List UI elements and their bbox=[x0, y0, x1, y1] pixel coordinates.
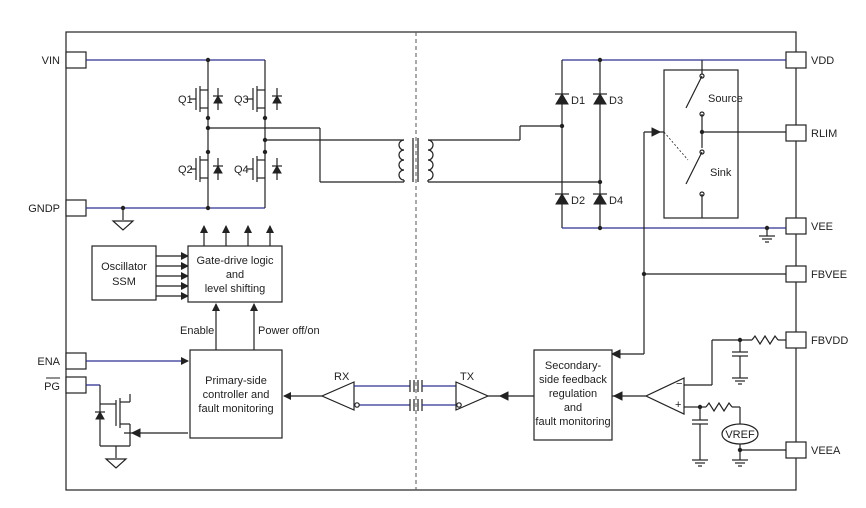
svg-text:−: − bbox=[676, 378, 682, 390]
svg-text:RX: RX bbox=[334, 371, 350, 383]
svg-text:Enable: Enable bbox=[180, 325, 214, 337]
pin-vin: VIN bbox=[42, 51, 87, 69]
svg-text:Primary-side: Primary-side bbox=[205, 375, 267, 387]
svg-text:controller and: controller and bbox=[203, 389, 270, 401]
transistor-q3: Q3 bbox=[234, 86, 282, 112]
svg-text:Source: Source bbox=[708, 93, 743, 105]
pin-rlim: RLIM bbox=[785, 124, 837, 142]
diode-d1: D1 bbox=[555, 93, 585, 107]
svg-text:SSM: SSM bbox=[112, 276, 136, 288]
h-bridge bbox=[86, 57, 404, 231]
svg-text:Secondary-: Secondary- bbox=[545, 360, 602, 372]
svg-text:Q2: Q2 bbox=[178, 164, 193, 176]
svg-text:RLIM: RLIM bbox=[811, 128, 837, 140]
pin-pg: PG bbox=[44, 376, 87, 394]
svg-text:TX: TX bbox=[460, 371, 475, 383]
svg-text:D4: D4 bbox=[609, 195, 623, 207]
oscillator-block: Oscillator SSM bbox=[91, 245, 189, 301]
svg-text:FBVEE: FBVEE bbox=[811, 269, 847, 281]
svg-text:Q3: Q3 bbox=[234, 94, 249, 106]
pin-ena: ENA bbox=[37, 352, 87, 370]
pg-transistor bbox=[86, 384, 188, 469]
pin-veea: VEEA bbox=[785, 441, 841, 459]
svg-text:VDD: VDD bbox=[811, 55, 834, 67]
svg-text:and: and bbox=[226, 269, 244, 281]
primary-controller-block: Primary-side controller and fault monito… bbox=[189, 349, 283, 439]
transistor-q1: Q1 bbox=[178, 86, 223, 112]
svg-text:+: + bbox=[675, 399, 681, 411]
svg-text:Q4: Q4 bbox=[234, 164, 249, 176]
diode-d4: D4 bbox=[593, 193, 623, 207]
pin-vdd: VDD bbox=[785, 51, 834, 69]
error-amplifier: − + VREF bbox=[612, 334, 786, 467]
pin-vee: VEE bbox=[785, 217, 833, 235]
chip-outline bbox=[65, 31, 797, 491]
svg-text:D3: D3 bbox=[609, 95, 623, 107]
current-limit-switch: Source Sink bbox=[644, 60, 786, 219]
transformer bbox=[398, 138, 600, 183]
svg-text:Q1: Q1 bbox=[178, 94, 193, 106]
pin-fbvee: FBVEE bbox=[785, 265, 847, 283]
transistor-q2: Q2 bbox=[178, 156, 223, 182]
svg-text:and: and bbox=[564, 402, 582, 414]
pin-fbvdd: FBVDD bbox=[785, 331, 848, 349]
svg-text:fault monitoring: fault monitoring bbox=[198, 403, 273, 415]
svg-text:D2: D2 bbox=[571, 195, 585, 207]
fbvee-feedback bbox=[610, 127, 786, 359]
svg-text:Oscillator: Oscillator bbox=[101, 261, 147, 273]
svg-text:ENA: ENA bbox=[37, 356, 60, 368]
svg-text:Sink: Sink bbox=[710, 167, 732, 179]
gate-drive-block: Gate-drive logic and level shifting bbox=[187, 225, 283, 303]
svg-text:VEEA: VEEA bbox=[811, 445, 841, 457]
svg-text:PG: PG bbox=[44, 381, 60, 393]
enable-signals: Enable Power off/on bbox=[180, 303, 320, 350]
svg-text:side feedback: side feedback bbox=[539, 374, 607, 386]
svg-text:fault monitoring: fault monitoring bbox=[535, 416, 610, 428]
svg-text:Gate-drive logic: Gate-drive logic bbox=[196, 255, 274, 267]
transistor-q4: Q4 bbox=[234, 156, 282, 182]
svg-text:FBVDD: FBVDD bbox=[811, 335, 848, 347]
svg-text:VEE: VEE bbox=[811, 221, 833, 233]
pin-gndp: GNDP bbox=[28, 199, 87, 217]
rectifier bbox=[519, 57, 786, 243]
svg-text:GNDP: GNDP bbox=[28, 203, 60, 215]
svg-text:VIN: VIN bbox=[42, 55, 60, 67]
diode-d3: D3 bbox=[593, 93, 623, 107]
secondary-feedback-block: Secondary- side feedback regulation and … bbox=[533, 349, 613, 441]
svg-text:level shifting: level shifting bbox=[205, 283, 266, 295]
svg-text:Power off/on: Power off/on bbox=[258, 325, 320, 337]
svg-text:regulation: regulation bbox=[549, 388, 597, 400]
diode-d2: D2 bbox=[555, 193, 585, 207]
svg-text:VREF: VREF bbox=[725, 429, 755, 441]
svg-text:D1: D1 bbox=[571, 95, 585, 107]
isolation-channel: RX TX bbox=[283, 371, 534, 411]
